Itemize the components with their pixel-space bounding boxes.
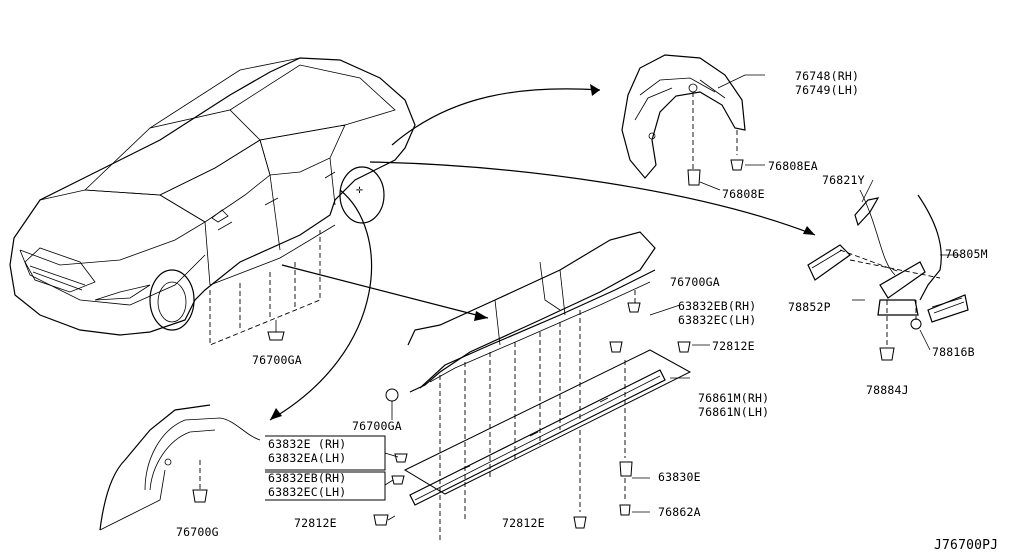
diagram-id: J76700PJ (934, 538, 998, 553)
label-76700GA-right: 76700GA (670, 275, 720, 289)
fender-liner-assembly (621, 54, 765, 191)
label-63832EC-bottom: 63832EC(LH) (268, 485, 346, 499)
car-illustration: ✛ (9, 57, 416, 346)
label-78816B: 78816B (932, 345, 975, 359)
callout-arrows (269, 84, 816, 421)
label-78852P: 78852P (788, 300, 831, 314)
label-76700G: 76700G (176, 525, 219, 539)
label-76808E: 76808E (722, 187, 765, 201)
label-76749: 76749(LH) (795, 83, 859, 97)
svg-text:✛: ✛ (356, 182, 363, 196)
label-76861N: 76861N(LH) (698, 405, 769, 419)
label-63830E: 63830E (658, 470, 701, 484)
label-63832EB-top: 63832EB(RH) (678, 299, 756, 313)
side-sill-assembly (265, 231, 710, 540)
label-72812E-bottom: 72812E (502, 516, 545, 530)
label-76700GA-car: 76700GA (252, 353, 302, 367)
label-63832EC-top: 63832EC(LH) (678, 313, 756, 327)
label-76821Y: 76821Y (822, 173, 865, 187)
label-78884J: 78884J (866, 383, 909, 397)
label-76805M: 76805M (945, 247, 988, 261)
label-72812E-right: 72812E (712, 339, 755, 353)
label-63832EB-bottom: 63832EB(RH) (268, 471, 346, 485)
label-76748: 76748(RH) (795, 69, 859, 83)
rear-wheel-arch (99, 404, 261, 531)
label-76862A: 76862A (658, 505, 701, 519)
label-63832EA: 63832EA(LH) (268, 451, 346, 465)
label-63832E: 63832E (RH) (268, 437, 346, 451)
label-76700GA-mid: 76700GA (352, 419, 402, 433)
label-76808EA: 76808EA (768, 159, 818, 173)
label-76861M: 76861M(RH) (698, 391, 769, 405)
rear-bumper-assembly (807, 179, 969, 361)
part-labels: 76748(RH) 76749(LH) 76808EA 76808E 76821… (176, 69, 998, 553)
label-72812E-left: 72812E (294, 516, 337, 530)
